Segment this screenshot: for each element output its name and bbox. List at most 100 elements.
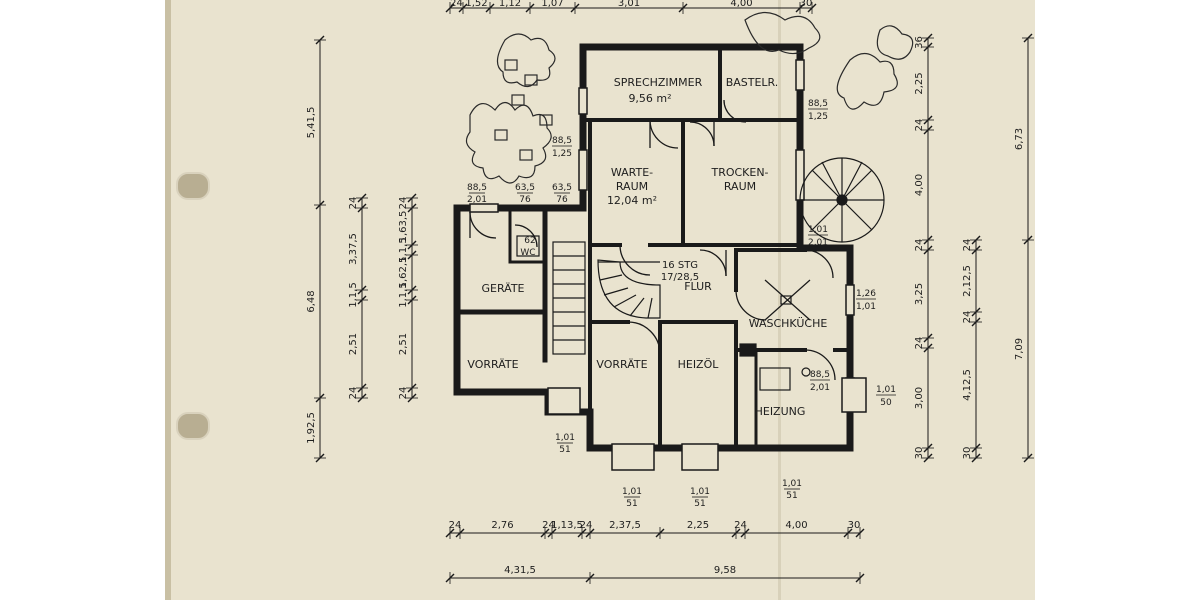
spiral-stair — [799, 157, 885, 243]
svg-text:1,01: 1,01 — [782, 479, 802, 489]
dimension-label-top: 3,01 — [618, 0, 640, 9]
svg-text:1,01: 1,01 — [690, 487, 710, 497]
window-annotations: 88,5 1,25 88,5 1,25 88,5 2,01 63,5 76 63… — [467, 99, 896, 509]
window-label-101-51-c: 1,01 51 — [690, 487, 710, 509]
room-warteraum-area: 12,04 m² — [607, 194, 657, 207]
room-wc: WC — [520, 248, 535, 258]
dimension-label-bottom-1: 2,76 — [491, 520, 513, 531]
svg-text:63,5: 63,5 — [515, 183, 535, 193]
svg-text:88,5: 88,5 — [552, 136, 572, 146]
svg-text:2,01: 2,01 — [467, 195, 487, 205]
window-label-101-51-a: 1,01 51 — [555, 433, 575, 455]
paper-sheet — [165, 0, 1035, 600]
dimension-label-right-inner: 24 — [914, 239, 925, 252]
dimension-label-bottom-1: 2,37,5 — [609, 520, 641, 531]
room-trockenraum-2: RAUM — [724, 180, 756, 193]
dimension-label-right-mid: 24 — [962, 311, 973, 324]
dimension-label-right-inner: 3,00 — [914, 387, 925, 409]
dimension-label-top: 30 — [800, 0, 813, 9]
dimension-label-right-inner: 24 — [914, 337, 925, 350]
room-waschkueche: WASCHKÜCHE — [749, 317, 828, 330]
dimension-label-left-inner-a: 3,37,5 — [348, 233, 359, 265]
dimension-label-right-outer: 7,09 — [1014, 338, 1025, 360]
svg-text:50: 50 — [880, 398, 892, 408]
svg-text:51: 51 — [559, 445, 570, 455]
dimension-label-right-mid: 30 — [962, 447, 973, 460]
room-heizung: HEIZUNG — [755, 405, 806, 418]
svg-text:1,01: 1,01 — [555, 433, 575, 443]
svg-text:1,01: 1,01 — [808, 225, 828, 235]
room-heizoel: HEIZÖL — [678, 358, 720, 371]
dimension-label-bottom-2: 4,31,5 — [504, 565, 536, 576]
stair-rise-run: 17/28,5 — [661, 272, 699, 283]
room-warteraum-2: RAUM — [616, 180, 648, 193]
dimension-label-right-inner: 2,25 — [914, 72, 925, 94]
dimension-label-left-inner-a: 1,1,5 — [348, 282, 359, 307]
wc-dimension: 62 — [524, 236, 535, 246]
dimension-label-left-inner-a: 24 — [348, 197, 359, 210]
svg-text:76: 76 — [519, 195, 531, 205]
room-geraete: GERÄTE — [481, 282, 524, 295]
room-warteraum-1: WARTE- — [611, 166, 653, 179]
window-label-101-50: 1,01 50 — [876, 385, 896, 408]
svg-text:2,01: 2,01 — [808, 238, 828, 248]
window-label-101-201: 1,01 2,01 — [808, 225, 828, 248]
dimension-label-top: 1,52 — [465, 0, 487, 9]
svg-text:76: 76 — [556, 195, 568, 205]
window-label-885-201-b: 88,5 2,01 — [810, 370, 830, 393]
window-label-635-76-a: 63,5 76 — [515, 183, 535, 205]
room-bastelr: BASTELR. — [726, 76, 779, 89]
dimension-label-right-outer: 6,73 — [1014, 128, 1025, 150]
window-label-885-125-left: 88,5 1,25 — [552, 136, 572, 159]
dimension-label-right-inner: 4,00 — [914, 174, 925, 196]
svg-text:2,01: 2,01 — [810, 383, 830, 393]
svg-text:1,26: 1,26 — [856, 289, 876, 299]
window-label-101-51-d: 1,01 51 — [782, 479, 802, 501]
dimension-label-left-outer: 5,41,5 — [306, 107, 317, 139]
door-swings — [469, 99, 836, 381]
window-label-885-125-right: 88,5 1,25 — [808, 99, 828, 122]
room-trockenraum-1: TROCKEN- — [710, 166, 768, 179]
dimension-label-bottom-1: 24 — [580, 520, 593, 531]
room-sprechzimmer-area: 9,56 m² — [628, 92, 671, 105]
svg-text:63,5: 63,5 — [552, 183, 572, 193]
paper-fold — [778, 0, 781, 600]
dimension-label-left-inner-b: 1,62,5 — [398, 257, 409, 289]
dimension-label-left-inner-b: 2,51 — [398, 333, 409, 355]
walls — [453, 43, 854, 452]
dimension-label-left-inner-a: 24 — [348, 387, 359, 400]
punch-hole-bottom — [176, 412, 210, 440]
room-vorraete-left: VORRÄTE — [467, 358, 518, 371]
dimension-label-bottom-1: 24 — [449, 520, 462, 531]
interior-stair — [552, 241, 661, 355]
dimension-label-right-mid: 2,12,5 — [962, 265, 973, 297]
dimension-label-bottom-1: 4,00 — [785, 520, 807, 531]
dimension-label-left-inner-b: 1,1,5 — [398, 237, 409, 262]
dimension-label-right-inner: 30 — [914, 447, 925, 460]
garden-vegetation — [465, 11, 914, 184]
window-openings — [469, 59, 867, 471]
dimension-label-left-outer: 1,92,5 — [306, 412, 317, 444]
paper-edge — [165, 0, 171, 600]
window-label-126-101: 1,26 1,01 — [856, 289, 876, 312]
dimension-label-bottom-1: 30 — [848, 520, 861, 531]
dimension-label-top: 24 — [450, 0, 463, 9]
dimension-label-bottom-1: 1,13,5 — [551, 520, 583, 531]
dimension-label-bottom-1: 2,25 — [687, 520, 709, 531]
dimension-label-bottom-1: 24 — [734, 520, 747, 531]
dimension-label-bottom-1: 24 — [542, 520, 555, 531]
room-sprechzimmer: SPRECHZIMMER — [614, 76, 703, 89]
svg-text:51: 51 — [626, 499, 637, 509]
svg-text:88,5: 88,5 — [810, 370, 830, 380]
punch-hole-top — [176, 172, 210, 200]
svg-text:1,25: 1,25 — [552, 149, 572, 159]
svg-text:1,01: 1,01 — [622, 487, 642, 497]
room-flur: FLUR — [684, 280, 712, 293]
svg-text:1,25: 1,25 — [808, 112, 828, 122]
dimension-label-right-mid: 4,12,5 — [962, 369, 973, 401]
dimension-label-top: 4,00 — [730, 0, 752, 9]
dimension-label-left-inner-b: 24 — [398, 197, 409, 210]
